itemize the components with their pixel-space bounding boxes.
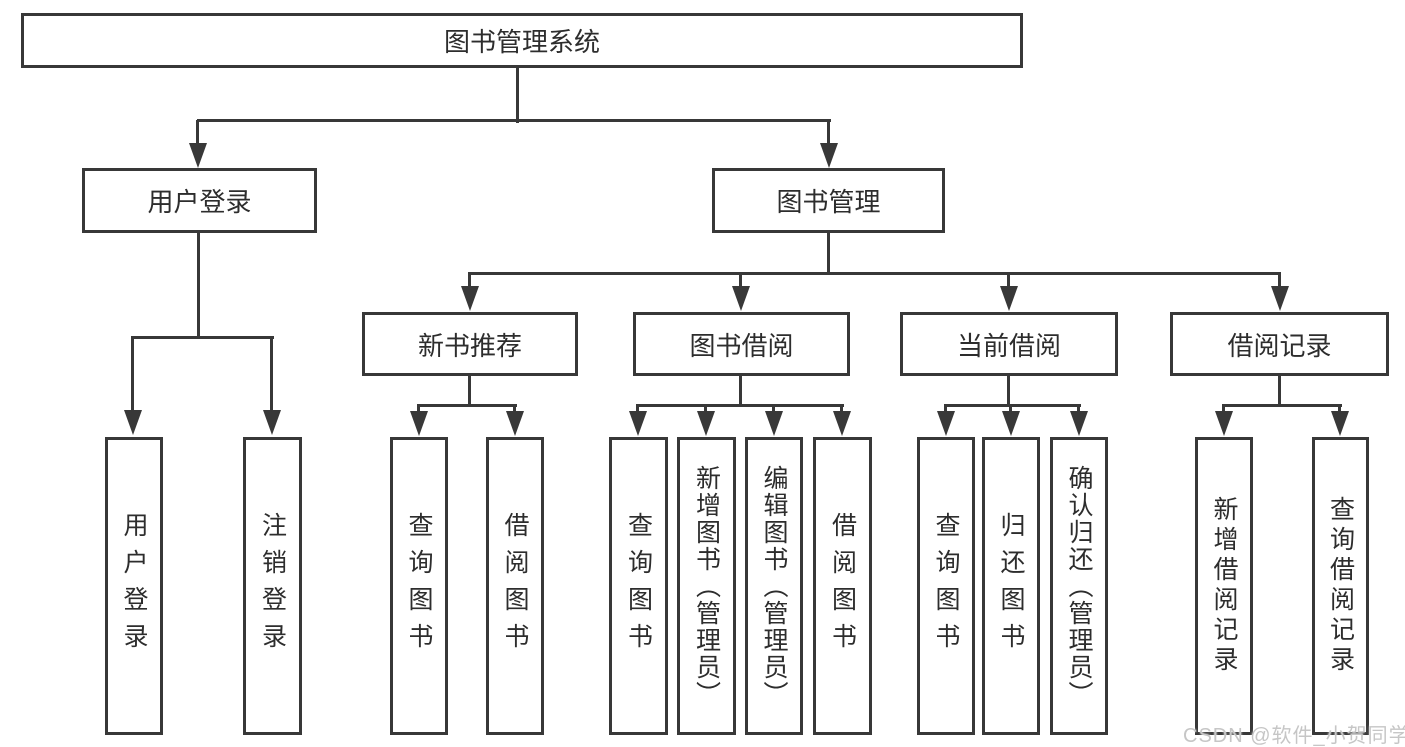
- connector-line: [131, 336, 274, 339]
- arrow-down-icon: [1077, 406, 1080, 411]
- connector-line: [417, 404, 517, 407]
- node-borrow-records: 借阅记录: [1170, 312, 1389, 376]
- leaf-add-book-admin: 新增图书（管理员）: [677, 437, 736, 735]
- node-book-borrow: 图书借阅: [633, 312, 850, 376]
- arrow-down-icon: [636, 406, 639, 411]
- node-user-login: 用户登录: [82, 168, 317, 233]
- arrow-down-icon: [1007, 272, 1010, 286]
- node-book-management: 图书管理: [712, 168, 945, 233]
- connector-line: [827, 233, 830, 275]
- leaf-logout: 注销登录: [243, 437, 302, 735]
- connector-line: [197, 119, 831, 122]
- leaf-query-book-2: 查询图书: [609, 437, 668, 735]
- arrow-down-icon: [1009, 406, 1012, 411]
- node-current-borrow: 当前借阅: [900, 312, 1118, 376]
- watermark: CSDN @软件_小贺同学: [1183, 725, 1405, 747]
- node-root: 图书管理系统: [21, 13, 1023, 68]
- arrow-down-icon: [772, 406, 775, 411]
- connector-line: [636, 404, 844, 407]
- leaf-edit-book-admin: 编辑图书（管理员）: [745, 437, 803, 735]
- leaf-user-login: 用户登录: [105, 437, 163, 735]
- arrow-down-icon: [417, 406, 420, 411]
- leaf-query-book-3: 查询图书: [917, 437, 975, 735]
- connector-line: [468, 375, 471, 407]
- node-new-book-recommend: 新书推荐: [362, 312, 578, 376]
- connector-line: [1278, 375, 1281, 407]
- connector-line: [516, 68, 519, 123]
- connector-line: [1007, 375, 1010, 407]
- arrow-down-icon: [1338, 406, 1341, 411]
- arrow-down-icon: [468, 272, 471, 286]
- arrow-down-icon: [1278, 272, 1281, 286]
- arrow-down-icon: [131, 337, 134, 410]
- leaf-borrow-book-2: 借阅图书: [813, 437, 872, 735]
- leaf-query-borrow-record: 查询借阅记录: [1312, 437, 1369, 735]
- arrow-down-icon: [1222, 406, 1225, 411]
- arrow-down-icon: [196, 120, 199, 143]
- leaf-return-book: 归还图书: [982, 437, 1040, 735]
- connector-line: [468, 272, 1281, 275]
- arrow-down-icon: [827, 120, 830, 143]
- leaf-add-borrow-record: 新增借阅记录: [1195, 437, 1253, 735]
- arrow-down-icon: [840, 406, 843, 411]
- leaf-borrow-book-1: 借阅图书: [486, 437, 544, 735]
- connector-line: [739, 375, 742, 407]
- connector-line: [944, 404, 1081, 407]
- leaf-query-book-1: 查询图书: [390, 437, 448, 735]
- connector-line: [197, 233, 200, 339]
- arrow-down-icon: [739, 272, 742, 286]
- arrow-down-icon: [704, 406, 707, 411]
- arrow-down-icon: [270, 337, 273, 410]
- leaf-confirm-return-admin: 确认归还（管理员）: [1050, 437, 1108, 735]
- arrow-down-icon: [944, 406, 947, 411]
- arrow-down-icon: [513, 406, 516, 411]
- connector-line: [1222, 404, 1342, 407]
